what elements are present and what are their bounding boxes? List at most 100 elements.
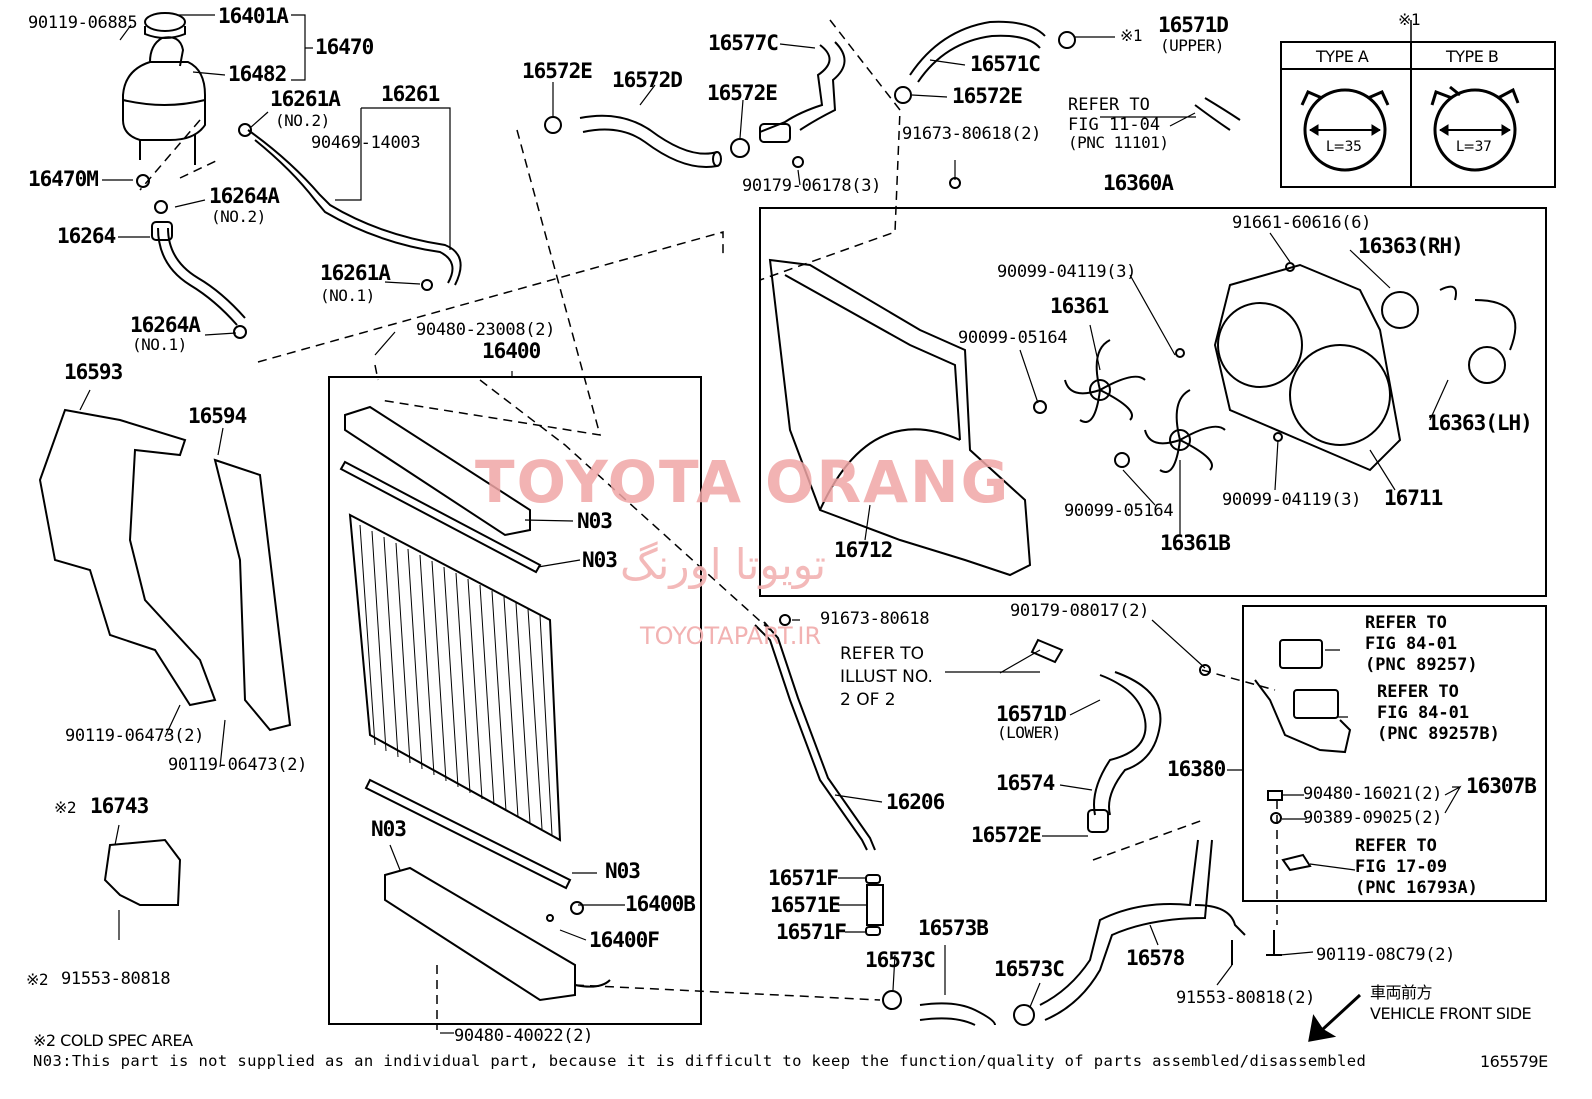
part-label-16743: 16743 [90, 794, 149, 818]
part-label-16261A-top: 16261A [270, 87, 341, 111]
part-label-90480-16021: 90480-16021(2) [1303, 784, 1443, 804]
watermark-site: TOYOTAPART.IR [640, 622, 822, 650]
refer-note-fig11: REFER TO FIG 11-04 (PNC 11101) [1068, 95, 1169, 152]
part-label-16571E: 16571E [770, 893, 841, 917]
part-label-90099-04119-b: 90099-04119(3) [1222, 490, 1362, 510]
fan-blades [1064, 339, 1226, 473]
part-label-90119-08C79: 90119-08C79(2) [1316, 945, 1456, 965]
part-label-16264: 16264 [57, 224, 116, 248]
part-label-16577C: 16577C [708, 31, 779, 55]
part-label-16572D: 16572D [612, 68, 683, 92]
part-label-N03-b: N03 [582, 548, 618, 572]
part-label-16712: 16712 [834, 538, 893, 562]
part-label-16261: 16261 [381, 82, 440, 106]
radiator-fins [359, 524, 553, 836]
refer-note-fig17: REFER TO FIG 17-09 (PNC 16793A) [1355, 836, 1478, 898]
type-b-clamp [1430, 85, 1520, 172]
part-label-90099-04119-a: 90099-04119(3) [997, 262, 1137, 282]
part-label-16578: 16578 [1126, 946, 1185, 970]
part-label-16571D-lower: 16571D [996, 702, 1067, 726]
vehicle-front-en: VEHICLE FRONT SIDE [1370, 1004, 1532, 1023]
mark1: ※1 [1120, 26, 1143, 45]
part-label-16571D-upper: 16571D [1158, 13, 1229, 37]
part-label-16264A-no1: 16264A [130, 313, 201, 337]
lower-note: (LOWER) [997, 723, 1061, 742]
mark2: ※2 [26, 970, 49, 989]
part-label-16361B: 16361B [1160, 531, 1231, 555]
type-a-label: TYPE A [1316, 47, 1369, 66]
upper-note: (UPPER) [1160, 36, 1224, 55]
part-label-16573C-a: 16573C [865, 948, 936, 972]
part-label-91661-60616: 91661-60616(6) [1232, 213, 1372, 233]
part-label-16360A: 16360A [1103, 171, 1174, 195]
upper-hoses [544, 20, 1241, 189]
part-label-16470: 16470 [315, 35, 374, 59]
part-label-16573C-b: 16573C [994, 957, 1065, 981]
part-label-16307B: 16307B [1466, 774, 1537, 798]
part-label-16482: 16482 [228, 62, 287, 86]
part-label-90119-06473-a: 90119-06473(2) [65, 726, 205, 746]
lower-pipes [754, 614, 1246, 1026]
part-label-90480-40022: 90480-40022(2) [454, 1026, 594, 1046]
part-label-16574: 16574 [996, 771, 1055, 795]
fan-shroud [768, 258, 1517, 577]
part-label-N03-a: N03 [577, 509, 613, 533]
part-label-16264A-no2: 16264A [209, 184, 280, 208]
bracket-group [1231, 639, 1352, 965]
reservoir-hoses [136, 123, 462, 339]
part-label-16401A: 16401A [218, 4, 289, 28]
part-label-91553-80818-b: 91553-80818(2) [1176, 988, 1316, 1008]
part-label-16572E-b: 16572E [707, 81, 778, 105]
type-box-frame [1280, 41, 1556, 188]
part-label-90389-09025: 90389-09025(2) [1303, 808, 1443, 828]
refer-note-fig84a: REFER TO FIG 84-01 (PNC 89257) [1365, 613, 1478, 675]
radiator-group-frame [328, 376, 702, 1025]
part-label-16380: 16380 [1167, 757, 1226, 781]
part-label-16206: 16206 [886, 790, 945, 814]
figure-id: 165579E [1480, 1052, 1548, 1071]
mark2: ※2 [54, 798, 77, 817]
cold-spec-footnote: ※2 COLD SPEC AREA [33, 1031, 193, 1050]
part-label-N03-c: N03 [371, 817, 407, 841]
bracket-group-frame [1242, 605, 1547, 902]
type-a-clamp [1300, 88, 1390, 172]
part-label-90480-23008: 90480-23008(2) [416, 320, 556, 340]
part-label-16711: 16711 [1384, 486, 1443, 510]
radiator-core [339, 405, 611, 1002]
n03-footnote: N03:This part is not supplied as an indi… [33, 1052, 1367, 1070]
part-label-90179-06178: 90179-06178(3) [742, 176, 882, 196]
part-label-16361: 16361 [1050, 294, 1109, 318]
part-label-16261A-no1: 16261A [320, 261, 391, 285]
type-box-mark: ※1 [1398, 10, 1421, 29]
part-label-16400B: 16400B [625, 892, 696, 916]
part-label-91553-80818-a: 91553-80818 [61, 969, 171, 989]
part-label-16571F-b: 16571F [776, 920, 847, 944]
refer-note-fig84b: REFER TO FIG 84-01 (PNC 89257B) [1377, 682, 1500, 744]
watermark-latin: TOYOTA ORANG [475, 448, 1011, 516]
no2-note: (NO.2) [211, 207, 266, 226]
part-label-91673-80618: 91673-80618 [820, 609, 930, 629]
part-label-16363LH: 16363(LH) [1427, 411, 1533, 435]
side-deflectors [38, 408, 292, 906]
part-label-90099-05164-b: 90099-05164 [1064, 501, 1174, 521]
part-label-16400F: 16400F [589, 928, 660, 952]
part-label-16572E-a: 16572E [522, 59, 593, 83]
part-label-16571C: 16571C [970, 52, 1041, 76]
no2-note: (NO.2) [275, 111, 330, 130]
part-label-16470M: 16470M [28, 167, 99, 191]
front-arrow-icon [1308, 993, 1362, 1042]
reservoir-tank [122, 12, 206, 165]
part-label-16363RH: 16363(RH) [1358, 234, 1464, 258]
part-label-16571F-a: 16571F [768, 866, 839, 890]
no1-note: (NO.1) [320, 286, 375, 305]
part-label-90119-06885: 90119-06885 [28, 13, 138, 33]
no1-note: (NO.1) [132, 335, 187, 354]
part-label-90119-06473-b: 90119-06473(2) [168, 755, 308, 775]
part-label-16573B: 16573B [918, 916, 989, 940]
type-b-length: L=37 [1456, 139, 1492, 155]
refer-note-illust: REFER TO ILLUST NO. 2 OF 2 [840, 644, 933, 710]
watermark-persian: تویوتا اورنگ [620, 540, 827, 589]
type-a-length: L=35 [1326, 139, 1362, 155]
part-label-90179-08017: 90179-08017(2) [1010, 601, 1150, 621]
